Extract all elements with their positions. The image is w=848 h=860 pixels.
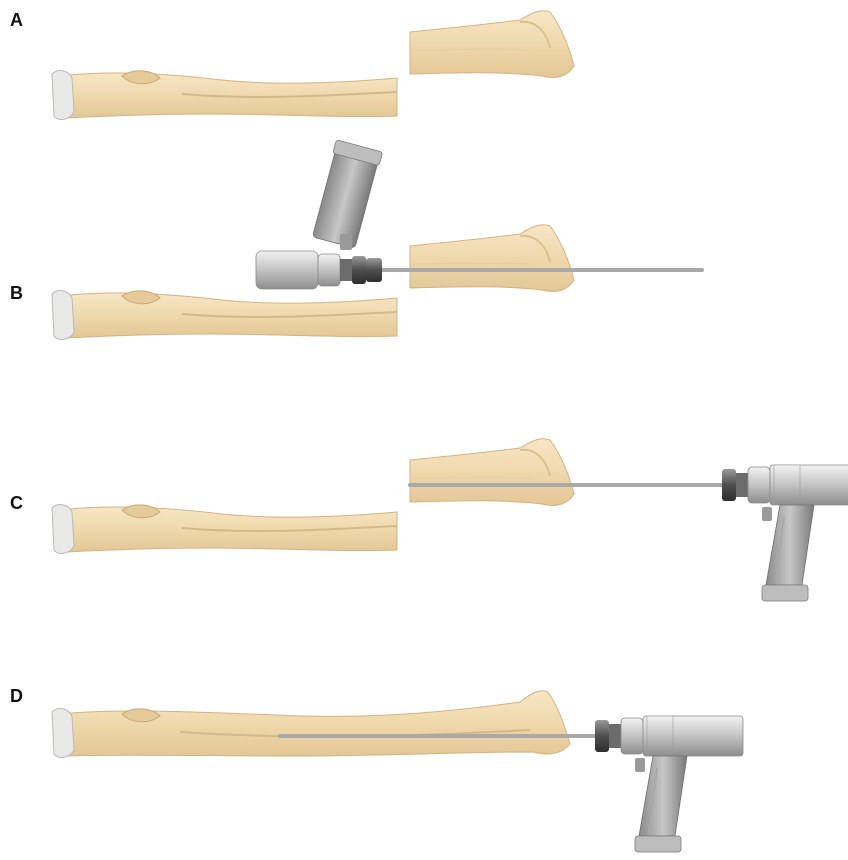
distal-bone-segment-b	[410, 225, 574, 292]
proximal-bone-segment-c	[52, 505, 397, 554]
distal-bone-segment-c	[410, 439, 574, 506]
panel-d	[52, 691, 743, 852]
drill-c	[722, 465, 848, 601]
drill-b	[256, 140, 383, 289]
panel-a	[52, 11, 574, 120]
proximal-bone-segment-a	[52, 71, 397, 120]
proximal-bone-segment-b	[52, 291, 397, 340]
panel-b	[52, 140, 702, 340]
united-bone-d	[52, 691, 570, 758]
panel-c	[52, 439, 848, 601]
distal-bone-segment-a	[410, 11, 574, 78]
drill-d	[595, 716, 743, 852]
